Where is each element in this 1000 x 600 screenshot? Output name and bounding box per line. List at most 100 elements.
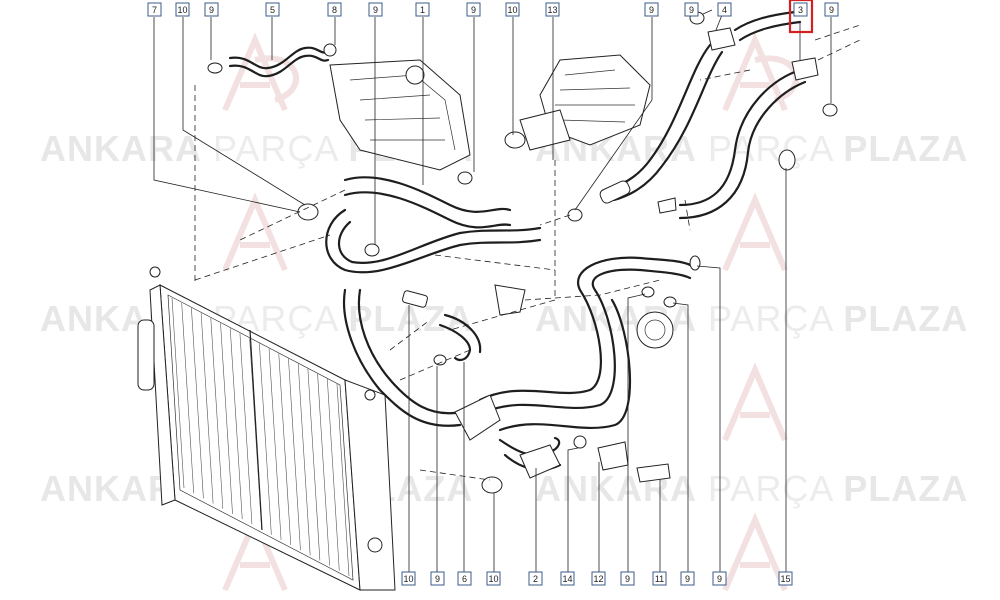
clamp-9 (641, 286, 655, 298)
svg-text:10: 10 (403, 574, 413, 584)
svg-text:6: 6 (462, 574, 467, 584)
hose-6 (438, 323, 472, 361)
clip-11 (636, 463, 671, 483)
radiator-divider (249, 329, 263, 531)
radiator (137, 266, 396, 591)
callout-top-4: 5 (265, 2, 280, 17)
callout-top-7: 1 (415, 2, 430, 17)
radiator-fin (229, 328, 243, 520)
hose-2-left (343, 288, 462, 427)
svg-text:8: 8 (332, 5, 337, 15)
connectors (402, 27, 819, 483)
watermark-row-6: ANKARA PARÇA PLAZA (535, 468, 969, 509)
radiator-fin (259, 343, 272, 535)
radiator-fin (326, 378, 340, 571)
svg-text:3: 3 (798, 5, 803, 15)
hose-4-top-edge (738, 20, 802, 42)
callout-bottom-4: 10 (486, 571, 501, 586)
svg-text:9: 9 (625, 574, 630, 584)
leader-10a (182, 17, 306, 206)
svg-text:10: 10 (177, 5, 187, 15)
callout-top-3: 9 (204, 2, 219, 17)
svg-text:2: 2 (533, 574, 538, 584)
hose-4-edge (612, 50, 724, 202)
callout-top-14-highlighted: 3 (788, 0, 814, 34)
svg-text:11: 11 (655, 574, 664, 584)
hose-1-upper (343, 176, 512, 213)
leader-14 (567, 447, 579, 572)
engine-block (519, 54, 651, 151)
svg-text:10: 10 (488, 574, 498, 584)
radiator-outlet-bottom (367, 537, 383, 553)
clamp-2 (323, 43, 337, 57)
hose-15-edge (678, 80, 807, 220)
radiator-fin (268, 348, 282, 540)
callouts-top: 7 10 9 5 8 9 1 9 10 13 9 9 4 3 9 (147, 0, 839, 34)
callout-top-9: 10 (505, 2, 520, 17)
radiator-fin (200, 313, 214, 504)
pipe-connector (599, 180, 631, 204)
svg-text:9: 9 (717, 574, 722, 584)
thermostat-housing (636, 311, 674, 349)
callout-bottom-5: 2 (528, 571, 543, 586)
svg-text:14: 14 (562, 574, 572, 584)
hose-end-4 (707, 27, 736, 51)
hose-1-lower-edge (337, 220, 542, 265)
callout-top-10: 13 (545, 2, 560, 17)
svg-text:1: 1 (420, 5, 425, 15)
hose-5 (228, 46, 330, 70)
svg-text:13: 13 (547, 5, 557, 15)
callout-top-15: 9 (824, 2, 839, 17)
hoses (228, 10, 807, 471)
radiator-fin (191, 308, 204, 499)
hose-15 (678, 68, 802, 207)
callout-top-12: 9 (684, 2, 699, 17)
hose-6-edge (443, 313, 482, 354)
radiator-fin (317, 373, 330, 566)
radiator-mount-right (364, 389, 376, 401)
clamp-large-4 (778, 149, 796, 171)
svg-text:7: 7 (152, 5, 157, 15)
svg-text:10: 10 (507, 5, 517, 15)
radiator-fin (336, 383, 350, 577)
hose-2-left-edge (357, 288, 464, 415)
clamp-8 (689, 255, 701, 271)
radiator-fin (171, 297, 185, 489)
callout-top-8: 9 (466, 2, 481, 17)
expansion-cylinder (137, 319, 155, 391)
radiator-fin (278, 353, 292, 545)
radiator-fin (210, 318, 224, 509)
svg-text:5: 5 (270, 5, 275, 15)
hose-1-upper-edge (343, 191, 512, 229)
expansion-tank (329, 59, 471, 171)
radiator-fin (297, 363, 311, 556)
callout-bottom-3: 6 (457, 571, 472, 586)
radiator-fin (288, 358, 301, 551)
radiator-fin (239, 333, 253, 525)
callouts-bottom: 10 9 6 10 2 14 12 9 11 9 9 15 (401, 571, 793, 586)
svg-text:9: 9 (689, 5, 694, 15)
hose-main-middle (478, 256, 692, 402)
callout-bottom-1: 10 (401, 571, 416, 586)
leader-9h (627, 293, 646, 572)
clamp-7 (822, 103, 838, 117)
hose-end-2 (519, 444, 561, 479)
callout-bottom-10: 9 (680, 571, 695, 586)
radiator-fin (220, 323, 233, 514)
leader-9j (696, 265, 721, 572)
expansion-tank-cap (405, 65, 425, 85)
clamp-11 (433, 354, 447, 366)
bracket-12 (597, 441, 629, 471)
svg-text:9: 9 (435, 574, 440, 584)
callout-top-2: 10 (175, 2, 190, 17)
svg-text:9: 9 (685, 574, 690, 584)
svg-text:9: 9 (649, 5, 654, 15)
clamp-large-2 (504, 131, 526, 149)
radiator-fin (181, 303, 195, 494)
leader-lines (153, 9, 832, 572)
hose-main-middle-edge (483, 268, 692, 414)
leader-7 (153, 17, 301, 213)
callout-bottom-11: 9 (712, 571, 727, 586)
callout-bottom-9: 11 (652, 571, 667, 586)
radiator-fin (307, 368, 321, 561)
